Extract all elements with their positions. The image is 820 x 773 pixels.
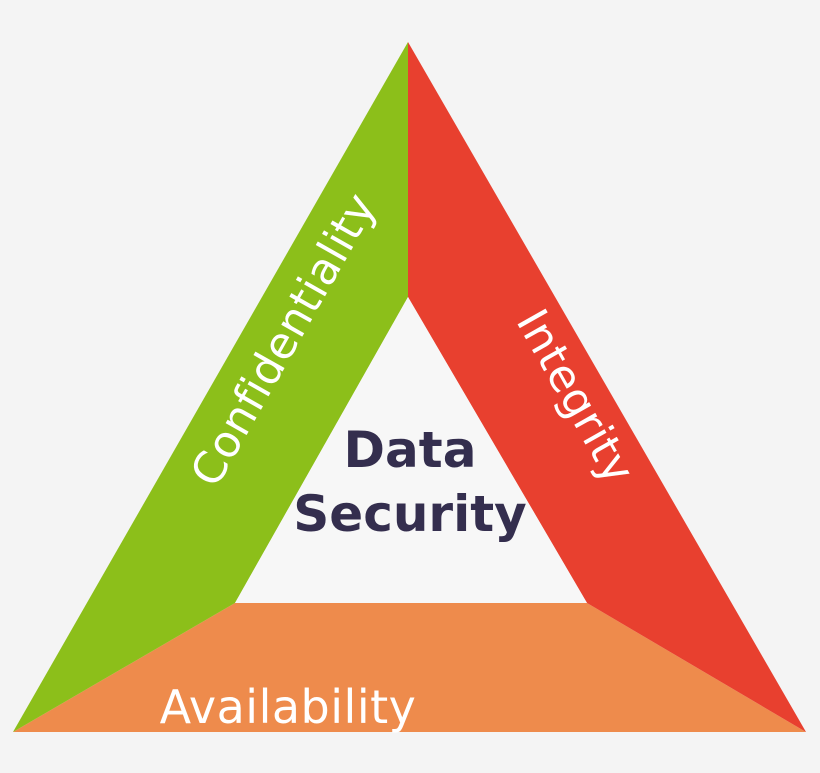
center-label-line1: Data: [344, 421, 477, 479]
integrity-band[interactable]: [408, 42, 806, 732]
availability-band[interactable]: [13, 603, 806, 732]
availability-label: Availability: [160, 680, 417, 734]
center-label-line2: Security: [293, 485, 526, 543]
inner-core-triangle: [235, 297, 587, 603]
confidentiality-band[interactable]: [13, 42, 408, 732]
availability-label-group: Availability: [160, 680, 417, 734]
center-label-group: Data Security: [293, 421, 526, 543]
